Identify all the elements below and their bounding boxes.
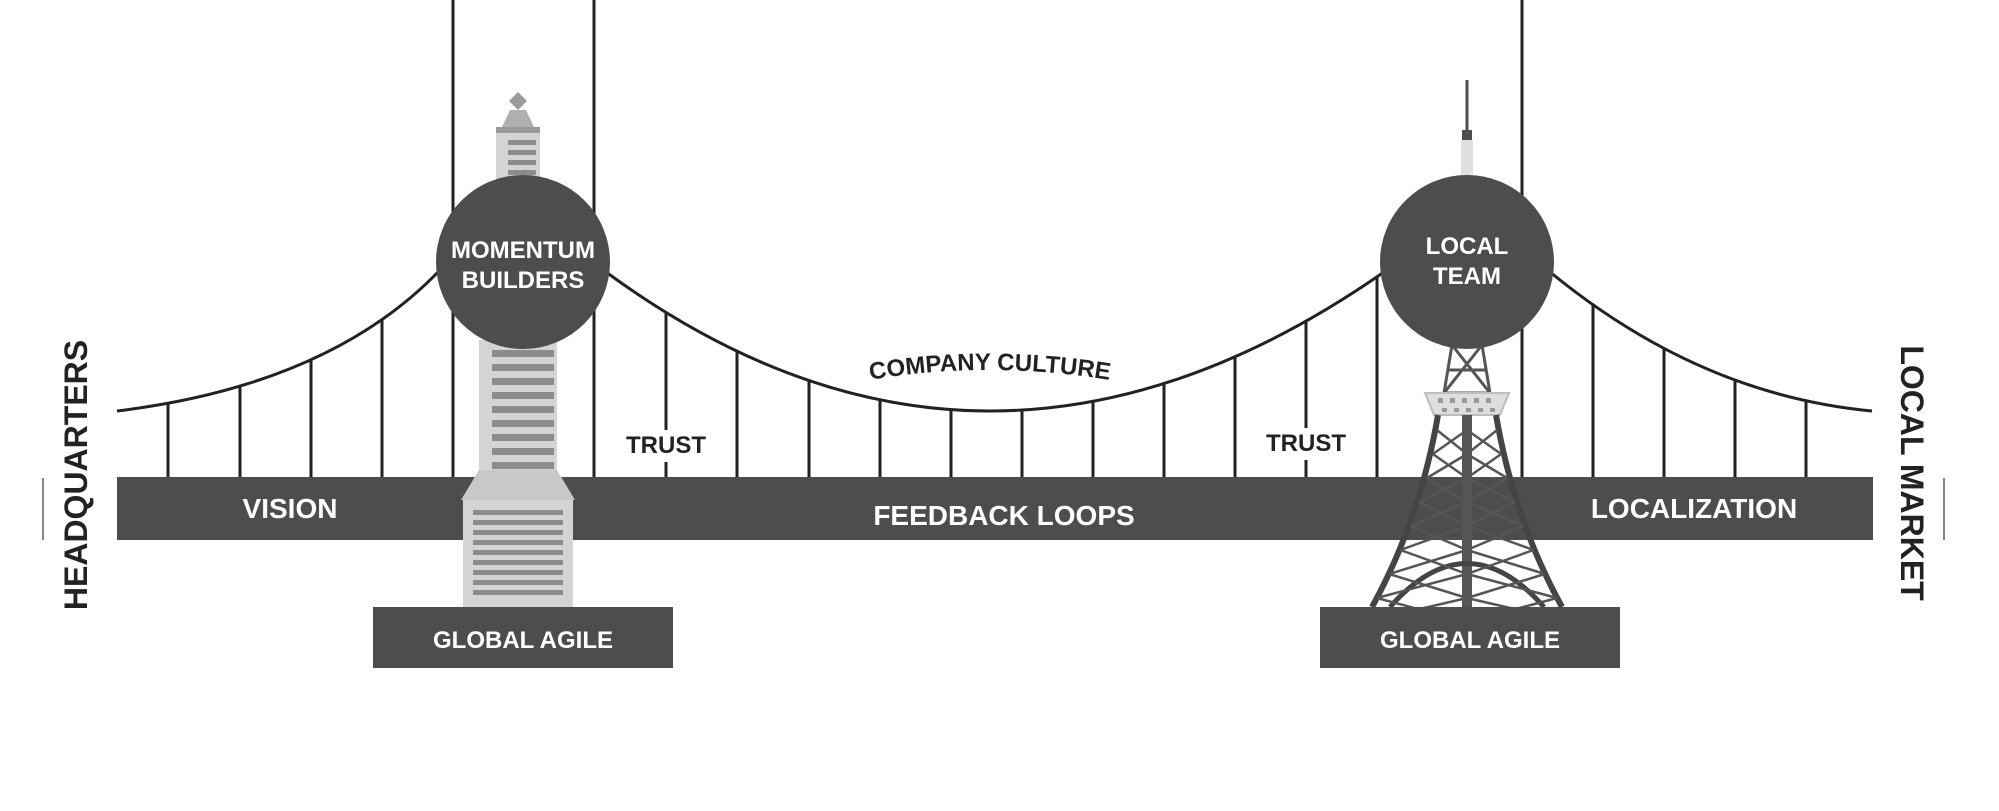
tower-upper-mast [1461,140,1473,175]
tower-brace [1466,524,1534,552]
tower-brace [1466,476,1508,504]
window-strip [473,530,563,535]
suspension-cables [116,268,1873,413]
cable-center-span [605,270,1385,413]
tower-brace [1466,428,1502,456]
tower-brace [1400,524,1468,552]
circle-right-line2: TEAM [1433,263,1501,290]
cable-right-span [1549,270,1873,413]
tower-brace [1388,572,1468,600]
trust-left: TRUST [622,430,710,462]
tower-brace [1466,476,1516,504]
tower-brace [1400,548,1468,576]
circle-right-line1: LOCAL [1426,233,1509,260]
tower-brace [1432,428,1468,456]
trust-right-bg [1262,428,1350,460]
circle-right-shape [1380,175,1554,349]
tower-brace [1466,500,1524,528]
window-strip [473,580,563,585]
tower-brace [1466,572,1558,600]
side-label-headquarters: HEADQUARTERS [58,340,94,610]
window-strip [508,160,536,165]
tower-deck-windows [1438,398,1495,412]
window-strip [508,170,536,175]
skyscraper-shoulder [461,470,575,500]
base-left-block [373,607,673,668]
circle-left-line2: BUILDERS [462,267,585,294]
window-strip [473,570,563,575]
tower-brace [1466,548,1546,576]
tower-right-leg [1493,414,1565,609]
circle-local-team: LOCAL TEAM [1380,175,1554,349]
deck-label-localization: LOCALIZATION [1591,493,1797,524]
deck-label-vision: VISION [243,493,338,524]
base-right-block [1320,607,1620,668]
window-strip [492,406,554,413]
tower-left-leg [1369,414,1441,609]
skyscraper-spire [509,92,527,110]
window-strip [473,520,563,525]
tower-brace [1466,572,1546,600]
circle-momentum-builders: MOMENTUM BUILDERS [436,175,610,349]
window-strip [508,140,536,145]
base-left: GLOBAL AGILE [373,607,673,668]
window-strip [492,462,554,469]
skyscraper-icon [461,92,575,607]
base-right: GLOBAL AGILE [1320,607,1620,668]
tower-brace [1466,500,1516,528]
window-strip [508,150,536,155]
window-strip [492,350,554,357]
trust-left-label: TRUST [626,432,706,459]
tower-brace [1432,452,1468,480]
base-left-label: GLOBAL AGILE [433,627,613,654]
tower-brace [1466,524,1524,552]
window-strip [492,420,554,427]
window-strip [473,540,563,545]
window-strip [492,434,554,441]
base-right-label: GLOBAL AGILE [1380,627,1560,654]
tower-brace [1388,548,1468,576]
tower-brace [1466,452,1502,480]
window-strip [473,550,563,555]
tower-brace [1410,524,1468,552]
circle-left-shape [436,175,610,349]
bridge-deck [117,477,1873,540]
window-strip [473,510,563,515]
window-strip [492,364,554,371]
circle-left-line1: MOMENTUM [451,237,595,264]
trust-right: TRUST [1262,428,1350,460]
window-strip [492,448,554,455]
trust-right-label: TRUST [1266,430,1346,457]
skyscraper-windows [473,140,563,595]
cable-label-path: COMPANY CULTURE [867,349,1112,386]
window-strip [492,378,554,385]
trust-left-bg [622,430,710,462]
tower-brace [1410,500,1468,528]
tower-brace [1466,452,1508,480]
tower-brace [1376,572,1468,600]
tower-antenna-block [1462,130,1472,140]
hanger-cables [166,0,1808,477]
side-label-local-market: LOCAL MARKET [1894,345,1930,601]
window-strip [492,392,554,399]
deck-label-feedback-loops: FEEDBACK LOOPS [873,500,1134,531]
window-strip [473,560,563,565]
skyscraper-crown-ledge [496,127,540,133]
tower-brace [1426,476,1468,504]
window-strip [473,590,563,595]
tower-brace [1426,452,1468,480]
tower-brace [1418,476,1468,504]
cable-left-span [116,268,442,413]
tokyo-tower-icon [1363,80,1571,624]
tower-brace [1418,500,1468,528]
cable-label: COMPANY CULTURE [867,349,1112,386]
tower-brace [1466,548,1534,576]
skyscraper-crown [502,110,534,127]
